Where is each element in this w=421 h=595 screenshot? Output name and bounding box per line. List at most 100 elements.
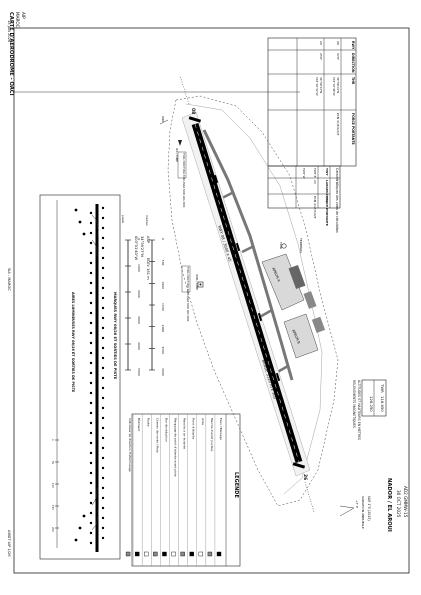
taxiway-table: Caractéristiques des voies de circulatio… [267, 165, 341, 233]
edge-light [89, 291, 93, 295]
edge-light [101, 396, 105, 400]
legend-title: LEGENDE [233, 472, 239, 498]
aerodrome-boundary [167, 95, 339, 507]
wdi-label: WDI [161, 116, 165, 122]
footer-left: 15 JAN 2026 [7, 20, 11, 43]
exit-light [78, 526, 82, 530]
twy-table-title: Caractéristiques des voies de circulatio… [335, 168, 339, 233]
edge-light [101, 496, 105, 500]
scale-tick-label-ft: 5000 [137, 368, 141, 376]
twy-table-cell: TWY W [302, 167, 306, 179]
terminal-label: TERMINAL [299, 237, 303, 254]
vor-icon [197, 281, 204, 288]
twy-table-cell: PCN 41/F/A/X/T [313, 196, 317, 219]
rwy-table-cell: 26 [319, 41, 323, 45]
approach-lights-08 [179, 75, 190, 105]
edge-light [101, 416, 105, 420]
scale-tick-label-ft: 2000 [137, 290, 141, 298]
edge-light [101, 256, 105, 260]
units-notes: ALTITUDES ET HAUTEURS EN METRES RELEVEME… [352, 380, 361, 440]
rwy-table-header: THR [351, 77, 355, 85]
scale-tick-label-m: 0 [161, 238, 165, 240]
edge-light [89, 331, 93, 335]
scale-tick-label-ft: 3000 [137, 316, 141, 324]
edge-light [89, 521, 93, 525]
wdi-icon [159, 119, 169, 125]
edge-light [89, 241, 93, 245]
edge-light [89, 501, 93, 505]
inset-scale-label: 0 [51, 439, 55, 441]
edge-light [101, 526, 105, 530]
var-rate: +7' E [355, 500, 359, 508]
arp-elev: ELEV 161 m [146, 258, 150, 280]
terminal-buildings: TERMINAL TWR [279, 237, 326, 333]
declared-distances: TORA 3000 TODA 3060 ASDA 3000 LDA 3000 T… [177, 151, 191, 322]
legend-symbol [171, 551, 176, 557]
legend-symbol [134, 551, 140, 557]
legend-symbol [180, 551, 185, 557]
tower-label: TWR [279, 241, 283, 249]
legend-item: Route [146, 418, 150, 427]
aip-label: AIP [21, 12, 26, 19]
edge-light [89, 421, 93, 425]
edge-light [101, 296, 105, 300]
legend-symbol [207, 551, 213, 557]
edge-light [89, 511, 93, 515]
scale-unit-m: mètres [145, 215, 149, 226]
magnetic-variation: VAR 1°E (2025) VARIATION ANNUELLE +7' E [339, 496, 371, 529]
legend-symbol [189, 551, 194, 557]
rwy-table-header: DIRECTION [351, 53, 355, 73]
legend-item: Chemin de ronde / Piste [155, 418, 159, 453]
twy-table-header: FORCE PORTANTE [325, 196, 329, 226]
frequency-box: TWR 118.650 128.250 [361, 379, 387, 417]
footer: 15 JAN 2026 SIA - MAROC AMDT AIP 1/26 [7, 20, 11, 557]
perimeter-road [185, 103, 323, 495]
legend-item: Bar de réduction [164, 418, 168, 442]
scale-tick-label-m: 1000 [161, 281, 165, 289]
edge-light [89, 381, 93, 385]
rwy-table-cell: PCN 41/F/A/X/T [336, 113, 340, 136]
edge-light [101, 376, 105, 380]
legend-item: Marche d'arrêt (ou feu) [210, 418, 214, 451]
edge-light [101, 386, 105, 390]
inset-scale-label: 100 [51, 483, 55, 488]
edge-light [89, 351, 93, 355]
twr-freq-2: 128.250 [369, 396, 374, 412]
exit-light [74, 538, 78, 542]
edge-light [101, 326, 105, 330]
edge-light [101, 456, 105, 460]
scale-tick-label-ft: 0 [137, 238, 141, 240]
arp-label: ARP [146, 236, 150, 244]
edge-light [89, 491, 93, 495]
footer-right: AMDT AIP 1/26 [7, 530, 11, 557]
rwy-table-cell: 078° [336, 53, 340, 61]
rwy-table-cell: 003°02'48"W [332, 77, 336, 96]
edge-light [101, 426, 105, 430]
legend-symbol [198, 551, 204, 557]
scale-unit-ft: pieds [121, 215, 125, 223]
apron-b: APRON B [283, 313, 319, 359]
legend-item: Indicateur de direction d'atterrissage [128, 418, 132, 472]
exit-light [82, 514, 86, 518]
header-left: AIP MAROC CARTE D'AERODROME - OACI [8, 12, 26, 96]
scale-tick-label-m: 1500 [161, 303, 165, 311]
edge-light [89, 471, 93, 475]
rwy-table-header: FORCE PORTANTE [351, 113, 355, 145]
edge-light [89, 411, 93, 415]
edge-light [89, 441, 93, 445]
rwy-table-cell: 34°59'33"N [319, 77, 323, 93]
rwy-table-cell: 34°59'21"N [336, 77, 340, 93]
arp-lon: 003°01'40"W [134, 236, 138, 260]
rwy-table-cell: 08 [336, 41, 340, 45]
chart-date: 30 OCT 2025 [396, 490, 401, 518]
edge-light [89, 461, 93, 465]
scale-tick-label-m: 500 [161, 260, 165, 266]
altitude-note: ALTITUDES ET HAUTEURS EN METRES [357, 380, 361, 440]
var-label: VAR 1°E (2025) [367, 496, 371, 521]
edge-light [101, 516, 105, 520]
chart-title: CARTE D'AERODROME - OACI [8, 12, 14, 96]
exit-light [74, 208, 78, 212]
edge-light [101, 316, 105, 320]
